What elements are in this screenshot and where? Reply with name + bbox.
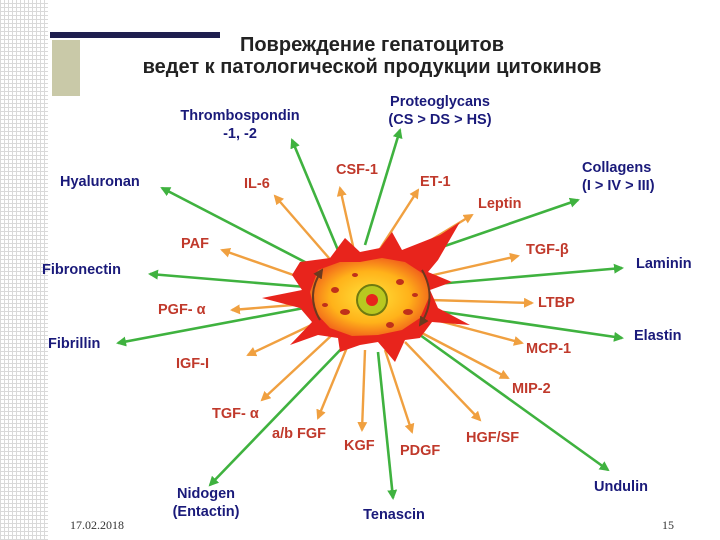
label-proteoglycans: Proteoglycans bbox=[390, 94, 490, 110]
label-tgfb: TGF-β bbox=[526, 242, 569, 258]
label-leptin: Leptin bbox=[478, 196, 522, 212]
cell-nucleolus bbox=[366, 294, 378, 306]
label-abfgf: a/b FGF bbox=[272, 426, 326, 442]
label-collagens: Collagens bbox=[582, 160, 651, 176]
label-mcp1: MCP-1 bbox=[526, 341, 571, 357]
slide-title-line2: ведет к патологической продукции цитокин… bbox=[142, 56, 602, 78]
arrow-nidogen bbox=[208, 344, 346, 487]
label-mip2: MIP-2 bbox=[512, 381, 551, 397]
label-paf: PAF bbox=[181, 236, 209, 252]
arrow-ltbp bbox=[429, 297, 534, 308]
arrow-et1 bbox=[376, 188, 420, 253]
label-undulin: Undulin bbox=[594, 479, 648, 495]
cell-curved-arrow-left bbox=[312, 268, 324, 321]
label-ltbp: LTBP bbox=[538, 295, 575, 311]
label-laminin: Laminin bbox=[636, 256, 692, 272]
arrow-hgfsf bbox=[404, 341, 482, 422]
title-accent-bar bbox=[50, 32, 220, 38]
cell-granule bbox=[403, 309, 413, 315]
label-tenascin: Tenascin bbox=[363, 507, 425, 523]
label-nidogen: Nidogen bbox=[177, 486, 235, 502]
cell-granule bbox=[331, 287, 339, 293]
label-kgf: KGF bbox=[344, 438, 375, 454]
arrow-kgf bbox=[357, 349, 368, 432]
label-collagens-sub: (I > IV > III) bbox=[582, 178, 655, 194]
label-hyaluronan: Hyaluronan bbox=[60, 174, 140, 190]
label-pdgf: PDGF bbox=[400, 443, 440, 459]
cell-granule bbox=[340, 309, 350, 315]
label-igf1: IGF-I bbox=[176, 356, 209, 372]
label-fibronectin: Fibronectin bbox=[42, 262, 121, 278]
label-il6: IL-6 bbox=[244, 176, 270, 192]
label-et1: ET-1 bbox=[420, 174, 451, 190]
cell-granule bbox=[386, 322, 394, 328]
arrow-elastin bbox=[429, 308, 624, 342]
side-pattern-decoration bbox=[0, 0, 48, 540]
cell-granule bbox=[396, 279, 404, 285]
label-elastin: Elastin bbox=[634, 328, 682, 344]
label-hgfsf: HGF/SF bbox=[466, 430, 519, 446]
arrow-tgfa bbox=[260, 334, 333, 402]
arrow-tenascin bbox=[376, 351, 398, 500]
cell-granule bbox=[322, 303, 328, 307]
label-pgfa: PGF- α bbox=[158, 302, 206, 318]
title-accent-block bbox=[52, 40, 80, 96]
arrow-hyaluronan bbox=[160, 186, 331, 277]
cell-curved-arrow-right bbox=[418, 269, 431, 327]
label-csf1: CSF-1 bbox=[336, 162, 378, 178]
arrow-csf1 bbox=[336, 186, 357, 256]
slide-title: Повреждение гепатоцитов ведет к патологи… bbox=[62, 34, 682, 78]
label-proteoglycans-sub: (CS > DS > HS) bbox=[388, 112, 491, 128]
cell-granule bbox=[352, 273, 358, 277]
footer-date: 17.02.2018 bbox=[70, 518, 124, 532]
arrow-mip2 bbox=[419, 330, 510, 380]
label-thrombospondin-sub: -1, -2 bbox=[223, 126, 257, 142]
arrow-pdgf bbox=[383, 349, 415, 434]
arrow-tgfb bbox=[419, 252, 520, 280]
arrow-thrombospondin bbox=[290, 138, 342, 256]
label-fibrillin: Fibrillin bbox=[48, 336, 100, 352]
label-tgfa: TGF- α bbox=[212, 406, 259, 422]
arrow-abfgf bbox=[316, 344, 350, 420]
arrow-fibrillin bbox=[116, 303, 321, 347]
footer-page-number: 15 bbox=[662, 518, 674, 532]
label-thrombospondin: Thrombospondin bbox=[180, 108, 299, 124]
hepatocyte-cell bbox=[262, 222, 470, 362]
cell-granule bbox=[412, 293, 418, 297]
arrow-fibronectin bbox=[148, 269, 319, 290]
label-nidogen-sub: (Entactin) bbox=[173, 504, 240, 520]
arrow-il6 bbox=[273, 194, 336, 266]
arrow-proteoglycans bbox=[363, 128, 403, 246]
arrow-laminin bbox=[424, 263, 624, 287]
arrow-undulin bbox=[419, 333, 610, 472]
slide-title-line1: Повреждение гепатоцитов bbox=[239, 34, 505, 56]
